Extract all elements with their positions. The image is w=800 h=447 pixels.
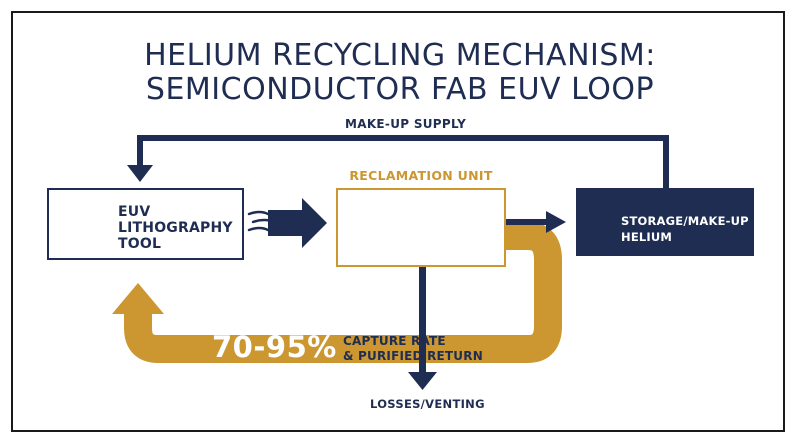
return-loop-band [124, 222, 562, 363]
euv-label-line-2: LITHOGRAPHY [118, 220, 233, 236]
euv-label-line-1: EUV [118, 204, 151, 220]
losses-line [419, 266, 426, 376]
storage-label-line-1: STORAGE/MAKE-UP [621, 214, 749, 228]
capture-label-line-1: CAPTURE RATE [343, 334, 446, 348]
airflow-icon [247, 210, 277, 232]
makeup-supply-arrowhead [127, 165, 153, 182]
reclamation-unit-box [336, 188, 506, 267]
capture-rate-label: CAPTURE RATE & PURIFIED RETURN [343, 334, 483, 364]
reclamation-to-storage-arrowhead [546, 211, 566, 233]
reclamation-to-storage-line [506, 219, 550, 225]
losses-venting-label: LOSSES/VENTING [370, 397, 485, 411]
storage-label: STORAGE/MAKE-UP HELIUM [621, 213, 749, 245]
title-line-2: SEMICONDUCTOR FAB EUV LOOP [145, 72, 655, 107]
euv-to-reclamation-arrow [268, 198, 327, 248]
makeup-supply-line [137, 135, 669, 188]
title-line-1: HELIUM RECYCLING MECHANISM: [144, 38, 656, 73]
capture-rate-percent: 70-95% [212, 330, 337, 364]
storage-makeup-helium-box [576, 188, 754, 256]
return-loop-arrowhead [112, 283, 164, 314]
euv-label-line-3: TOOL [118, 236, 162, 252]
storage-label-line-2: HELIUM [621, 230, 673, 244]
diagram-frame [11, 11, 785, 432]
euv-lithography-tool-box [47, 188, 244, 260]
euv-lithography-tool-label: EUV LITHOGRAPHY TOOL [118, 204, 233, 252]
reclamation-unit-label: RECLAMATION UNIT [349, 168, 493, 183]
return-band-inner [150, 336, 490, 362]
makeup-supply-label: MAKE-UP SUPPLY [345, 117, 467, 131]
losses-arrowhead [408, 372, 437, 390]
capture-label-line-2: & PURIFIED RETURN [343, 349, 483, 363]
